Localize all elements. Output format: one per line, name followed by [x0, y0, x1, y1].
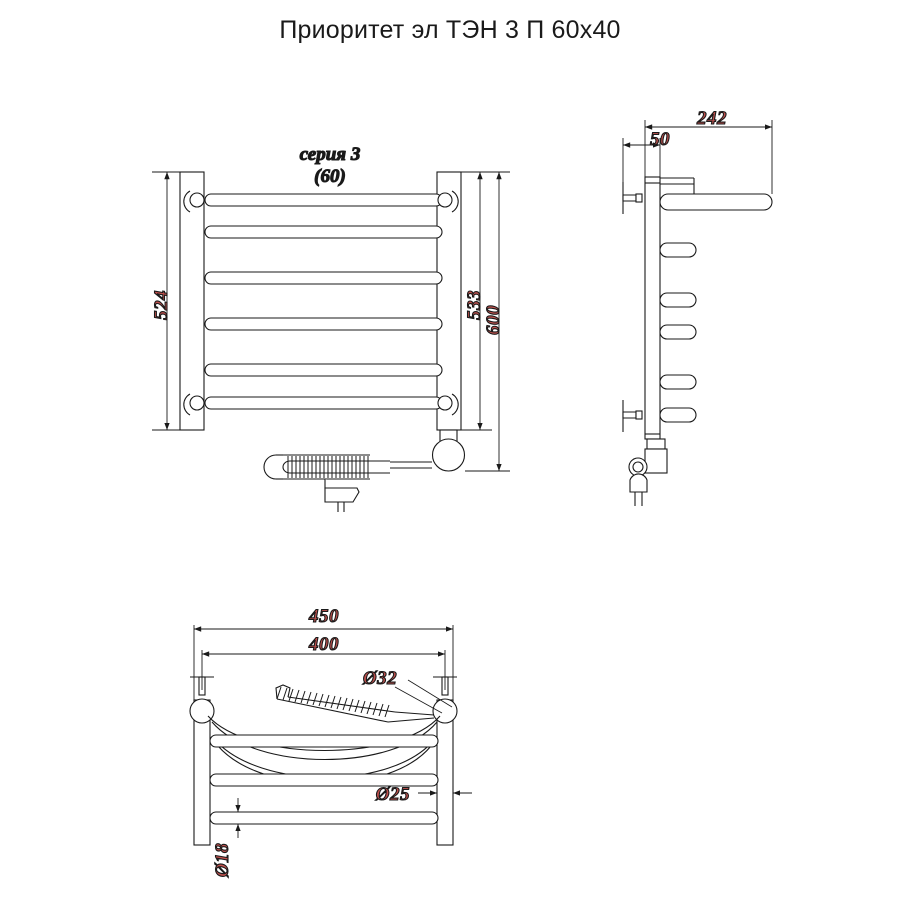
side-top-arm [659, 177, 773, 211]
dim-18-label: Ø18 [212, 843, 233, 878]
dim-25-label: Ø25 [375, 784, 410, 805]
series-label-line1: серия 3 [300, 144, 361, 165]
front-rungs [204, 193, 443, 410]
dim-32-label: Ø32 [362, 668, 397, 689]
dim-242-label: 242 [696, 108, 727, 129]
top-straight-rails [209, 734, 439, 825]
top-curved-rails [207, 715, 441, 784]
page-title: Приоритет эл ТЭН 3 П 60х40 [279, 16, 621, 44]
front-left-post [179, 171, 205, 431]
front-joints [183, 190, 459, 416]
side-view: 242 50 [622, 107, 773, 506]
dim-400-label: 400 [308, 634, 339, 655]
dim-524-label: 524 [151, 290, 172, 320]
dim-524 [152, 171, 180, 431]
front-power-cord [263, 454, 432, 512]
dim-25-arrows [418, 786, 472, 800]
dim-450-label: 450 [308, 606, 339, 627]
side-post [644, 176, 661, 440]
side-heater-plug [628, 438, 668, 506]
dim-600 [461, 171, 510, 472]
dim-450 [193, 625, 454, 700]
dim-400 [201, 650, 446, 690]
top-connector-stubs [190, 676, 457, 696]
top-power-cord [275, 684, 435, 723]
leader-diameter-32 [394, 679, 453, 714]
dim-50 [622, 138, 661, 182]
side-wall-brackets [622, 182, 643, 432]
series-label-line2: (60) [314, 166, 346, 187]
dim-242 [644, 120, 773, 194]
dim-533-label: 533 [464, 290, 485, 320]
dim-600-label: 600 [483, 305, 504, 335]
front-right-post [436, 171, 462, 431]
side-rungs [659, 242, 697, 423]
front-view: 524 533 600 серия 3 (60) [150, 143, 510, 512]
top-view: 450 400 Ø32 Ø25 Ø18 [189, 605, 472, 879]
dim-50-label: 50 [650, 129, 670, 150]
front-heater-assembly [431, 429, 466, 472]
